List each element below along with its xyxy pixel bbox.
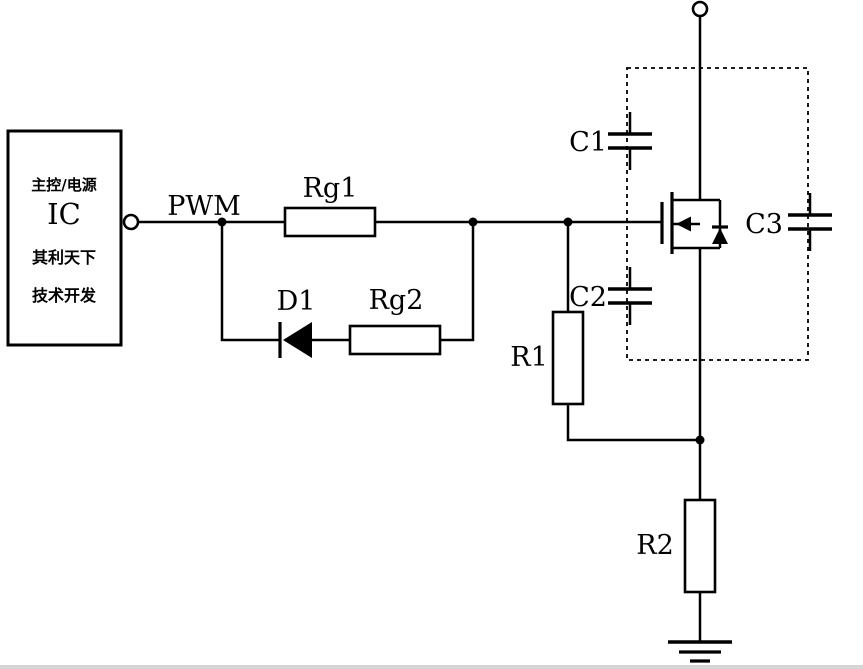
- ground-symbol: [668, 640, 732, 663]
- junction-dot: [217, 217, 227, 227]
- mosfet-q1: [660, 192, 728, 254]
- ic-text-line3: 其利天下: [32, 248, 96, 267]
- label-d1: D1: [277, 286, 316, 317]
- body-diode-arrow: [712, 228, 728, 244]
- label-r2: R2: [636, 530, 674, 561]
- capacitor-c3: [788, 193, 832, 251]
- junction-dot: [695, 435, 705, 445]
- top-supply-terminal: [691, 0, 709, 18]
- label-rg2: Rg2: [369, 285, 424, 316]
- diode-d1: [278, 322, 312, 358]
- wire-r1-to-source: [566, 404, 700, 442]
- ic-block: [6, 129, 123, 347]
- wire-pwm-down-branch: [220, 222, 280, 342]
- diode-d1-arrow: [283, 322, 312, 358]
- resistor-rg2: [348, 324, 442, 356]
- ic-output-terminal: [122, 213, 140, 231]
- junction-dot: [468, 217, 478, 227]
- label-pwm: PWM: [167, 191, 241, 222]
- mosfet-body-diode: [700, 198, 728, 250]
- label-rg1: Rg1: [303, 173, 358, 204]
- label-c2: C2: [569, 282, 607, 313]
- capacitor-c1: [608, 112, 652, 170]
- ic-text-line2: IC: [47, 197, 81, 231]
- resistor-rg1: [283, 206, 377, 238]
- ic-text-line1: 主控/电源: [31, 176, 96, 194]
- label-c3: C3: [745, 209, 783, 240]
- page-edge-strip: [0, 665, 863, 669]
- mosfet-body-arrow: [676, 216, 691, 232]
- ic-text-line4: 技术开发: [32, 286, 97, 305]
- label-r1: R1: [510, 342, 548, 373]
- resistor-r2: [683, 498, 717, 594]
- label-c1: C1: [569, 127, 607, 158]
- wire-rg2-return-up: [440, 222, 475, 342]
- mosfet-model-dashed-boundary: [626, 67, 809, 361]
- resistor-r1: [551, 310, 585, 406]
- junction-dot: [563, 217, 573, 227]
- capacitor-c2: [608, 267, 652, 325]
